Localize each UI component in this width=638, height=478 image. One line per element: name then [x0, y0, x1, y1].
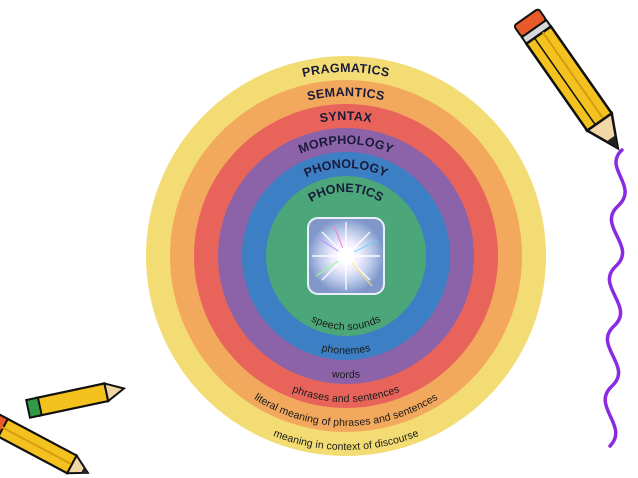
starburst-icon — [307, 217, 385, 295]
crossed-pencils-icon — [0, 382, 127, 475]
ring-desc-morphology: words — [331, 368, 361, 381]
wavy-line — [603, 148, 627, 448]
ring-desc-phonology: phonemes — [320, 342, 371, 357]
ring-title-syntax: SYNTAX — [319, 109, 374, 125]
pencil-icon — [513, 8, 620, 151]
ring-title-pragmatics: PRAGMATICS — [301, 61, 391, 80]
ring-title-semantics: SEMANTICS — [306, 85, 386, 103]
